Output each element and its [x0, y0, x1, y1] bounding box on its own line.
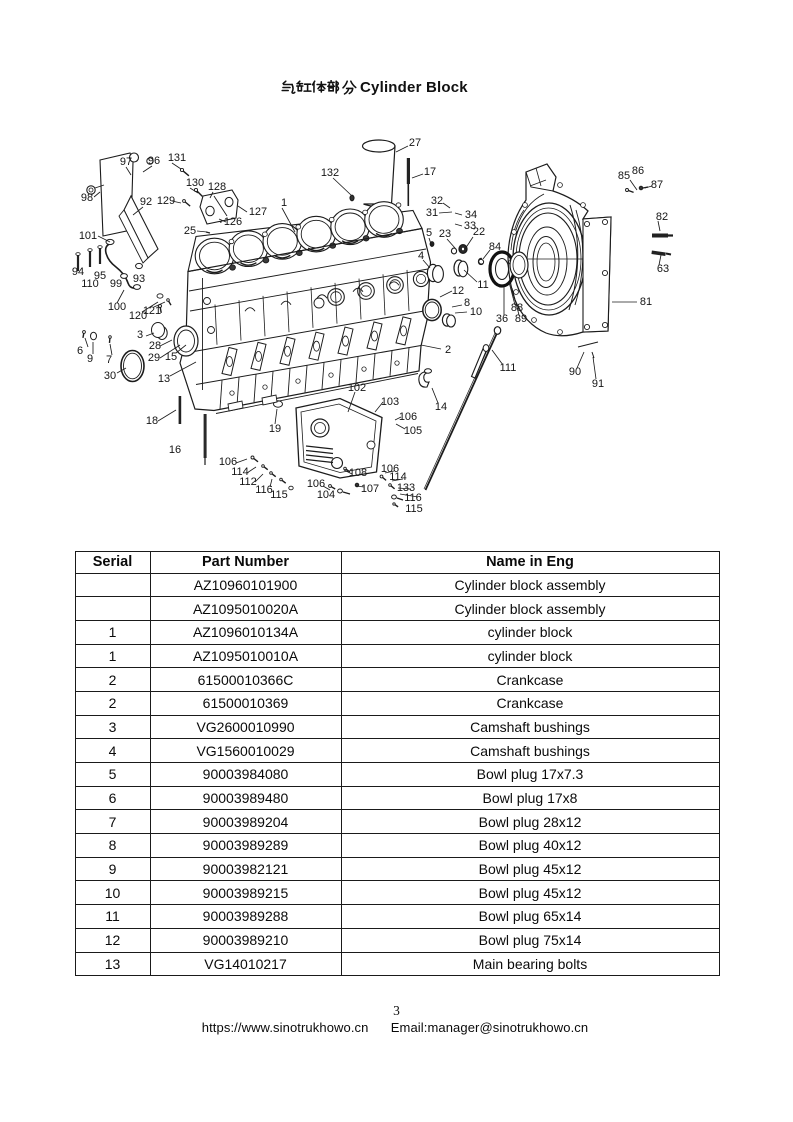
svg-text:114: 114	[389, 471, 407, 483]
svg-text:133: 133	[397, 482, 415, 494]
svg-text:12: 12	[452, 285, 464, 297]
svg-text:132: 132	[321, 167, 339, 179]
svg-text:108: 108	[349, 467, 367, 479]
svg-text:111: 111	[500, 362, 517, 374]
svg-text:63: 63	[657, 263, 669, 275]
svg-text:16: 16	[169, 444, 181, 456]
svg-text:95: 95	[94, 270, 106, 282]
svg-text:82: 82	[656, 211, 668, 223]
svg-text:31: 31	[426, 207, 438, 219]
svg-text:32: 32	[431, 195, 443, 207]
svg-text:9: 9	[87, 353, 93, 365]
svg-text:106: 106	[381, 463, 399, 475]
svg-text:3: 3	[137, 329, 143, 341]
svg-text:14: 14	[435, 401, 447, 413]
svg-text:92: 92	[140, 196, 152, 208]
svg-text:17: 17	[424, 166, 436, 178]
svg-text:129: 129	[157, 195, 175, 207]
svg-text:90: 90	[569, 366, 581, 378]
svg-text:120: 120	[129, 310, 147, 322]
svg-text:103: 103	[381, 396, 399, 408]
svg-text:81: 81	[640, 296, 652, 308]
svg-text:131: 131	[168, 152, 186, 164]
svg-text:91: 91	[592, 378, 604, 390]
svg-text:15: 15	[165, 351, 177, 363]
svg-text:101: 101	[79, 230, 97, 242]
svg-text:126: 126	[224, 216, 242, 228]
svg-text:102: 102	[348, 382, 366, 394]
svg-text:121: 121	[143, 305, 161, 317]
svg-text:105: 105	[404, 425, 422, 437]
svg-text:6: 6	[77, 345, 83, 357]
svg-text:89: 89	[515, 313, 527, 325]
svg-text:99: 99	[110, 278, 122, 290]
svg-text:128: 128	[208, 181, 226, 193]
svg-text:27: 27	[409, 137, 421, 149]
svg-text:130: 130	[186, 177, 204, 189]
svg-text:7: 7	[106, 354, 112, 366]
svg-text:100: 100	[108, 301, 126, 313]
svg-text:18: 18	[146, 415, 158, 427]
svg-text:107: 107	[361, 483, 379, 495]
svg-text:86: 86	[632, 165, 644, 177]
svg-text:29: 29	[148, 352, 160, 364]
svg-text:33: 33	[464, 220, 476, 232]
svg-text:98: 98	[81, 192, 93, 204]
svg-text:127: 127	[249, 206, 267, 218]
svg-text:114: 114	[231, 466, 249, 478]
svg-text:106: 106	[307, 478, 325, 490]
svg-text:28: 28	[149, 340, 161, 352]
svg-text:4: 4	[418, 250, 424, 262]
svg-text:5: 5	[426, 227, 432, 239]
svg-text:94: 94	[72, 266, 84, 278]
svg-text:110: 110	[81, 278, 99, 290]
svg-text:23: 23	[439, 228, 451, 240]
svg-text:22: 22	[473, 226, 485, 238]
svg-text:93: 93	[133, 273, 145, 285]
svg-text:19: 19	[269, 423, 281, 435]
svg-text:106: 106	[219, 456, 237, 468]
svg-text:97: 97	[120, 156, 132, 168]
svg-text:10: 10	[470, 306, 482, 318]
svg-text:104: 104	[317, 489, 335, 501]
svg-text:2: 2	[445, 344, 451, 356]
svg-text:25: 25	[184, 225, 196, 237]
svg-text:115: 115	[405, 503, 423, 515]
svg-text:84: 84	[489, 241, 501, 253]
svg-text:34: 34	[465, 209, 477, 221]
svg-text:96: 96	[148, 155, 160, 167]
svg-text:115: 115	[270, 489, 288, 501]
svg-text:13: 13	[158, 373, 170, 385]
svg-text:106: 106	[399, 411, 417, 423]
svg-text:116: 116	[255, 484, 273, 496]
svg-text:112: 112	[239, 476, 257, 488]
svg-text:30: 30	[104, 370, 116, 382]
svg-text:116: 116	[404, 492, 422, 504]
svg-text:85: 85	[618, 170, 630, 182]
svg-text:8: 8	[464, 297, 470, 309]
svg-text:87: 87	[651, 179, 663, 191]
svg-text:1: 1	[281, 197, 287, 209]
svg-text:11: 11	[477, 279, 488, 291]
svg-text:36: 36	[496, 313, 508, 325]
